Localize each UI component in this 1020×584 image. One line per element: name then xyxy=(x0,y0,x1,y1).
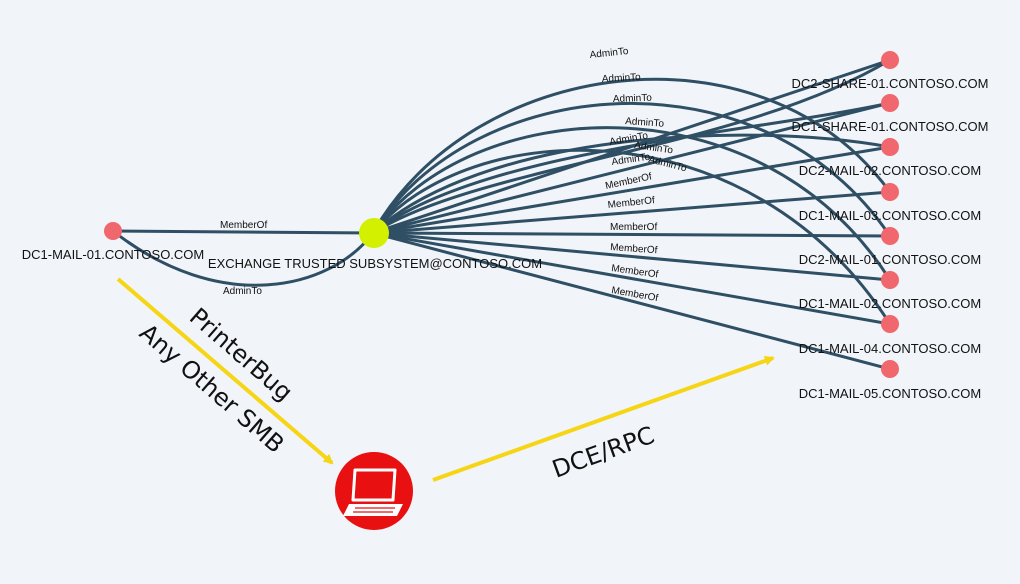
edge-label-adminto: AdminTo xyxy=(589,46,629,61)
edge-label-adminto: AdminTo xyxy=(223,286,262,297)
edge-label-adminto: AdminTo xyxy=(625,116,665,130)
edge-memberof-dc1-mail-02 xyxy=(371,231,892,282)
edge-label-memberof: MemberOf xyxy=(610,222,657,233)
edge-label-memberof: MemberOf xyxy=(220,220,267,231)
edge-label-adminto: AdminTo xyxy=(602,72,642,85)
computer-node-dc2-mail-02[interactable] xyxy=(881,138,899,156)
target-node-label: DC2-MAIL-01.CONTOSO.COM xyxy=(799,252,982,267)
printerbug-arrow xyxy=(116,277,334,465)
target-node-label: DC2-MAIL-02.CONTOSO.COM xyxy=(799,163,982,178)
edge-label-adminto: AdminTo xyxy=(613,93,653,105)
edge-adminto-dc1-mail-02 xyxy=(371,126,892,282)
edge-memberof-dc1-mail-04 xyxy=(371,231,892,326)
edge-memberof-dc1-mail-03 xyxy=(371,190,892,235)
source-node-label: DC1-MAIL-01.CONTOSO.COM xyxy=(22,247,205,262)
laptop-icon[interactable] xyxy=(335,452,413,530)
target-node-label: DC1-MAIL-03.CONTOSO.COM xyxy=(799,208,982,223)
edge-memberof-dc2-mail-02 xyxy=(371,145,892,235)
dce-rpc-label: DCE/RPC xyxy=(548,421,658,484)
edge-label-memberof: MemberOf xyxy=(610,242,658,256)
edge-label-adminto: AdminTo xyxy=(611,152,651,168)
adminto-edges xyxy=(371,58,892,326)
target-node-label: DC1-SHARE-01.CONTOSO.COM xyxy=(792,119,989,134)
target-node-label: DC1-MAIL-02.CONTOSO.COM xyxy=(799,296,982,311)
memberof-edges xyxy=(371,58,892,371)
computer-node-source[interactable] xyxy=(104,222,122,240)
edge-label-memberof: MemberOf xyxy=(607,195,655,211)
target-node-labels: DC2-SHARE-01.CONTOSO.COM DC1-SHARE-01.CO… xyxy=(792,76,989,401)
edge-adminto-group-source xyxy=(111,229,375,287)
edge-memberof-dc1-share-01 xyxy=(371,101,892,235)
target-node-label: DC1-MAIL-04.CONTOSO.COM xyxy=(799,341,982,356)
computer-node-dc2-mail-01[interactable] xyxy=(881,227,899,245)
edge-memberof-dc2-mail-01 xyxy=(371,231,892,238)
computer-node-dc1-share-01[interactable] xyxy=(881,94,899,112)
computer-node-dc1-mail-04[interactable] xyxy=(881,315,899,333)
group-node-label: EXCHANGE TRUSTED SUBSYSTEM@CONTOSO.COM xyxy=(208,256,542,271)
computer-node-dc1-mail-03[interactable] xyxy=(881,183,899,201)
target-node-label: DC2-SHARE-01.CONTOSO.COM xyxy=(792,76,989,91)
target-node-label: DC1-MAIL-05.CONTOSO.COM xyxy=(799,386,982,401)
edge-adminto-dc1-mail-03 xyxy=(371,77,892,235)
edge-adminto-dc2-mail-01 xyxy=(371,101,892,238)
edge-label-adminto: AdminTo xyxy=(647,154,688,174)
edge-adminto-dc1-share-01 xyxy=(371,101,892,235)
computer-node-dc1-mail-02[interactable] xyxy=(881,271,899,289)
edge-memberof-dc1-mail-05 xyxy=(371,231,892,371)
dce-rpc-arrow xyxy=(432,355,775,482)
edge-label-adminto: AdminTo xyxy=(634,140,674,156)
edge-adminto-dc1-mail-04 xyxy=(371,148,892,326)
target-nodes xyxy=(881,51,899,378)
edge-adminto-dc2-share-01 xyxy=(371,58,892,235)
computer-node-dc2-share-01[interactable] xyxy=(881,51,899,69)
edge-adminto-dc2-mail-02 xyxy=(371,133,892,235)
computer-node-dc1-mail-05[interactable] xyxy=(881,360,899,378)
edge-memberof-source-group xyxy=(111,229,375,235)
group-node[interactable] xyxy=(359,218,389,248)
